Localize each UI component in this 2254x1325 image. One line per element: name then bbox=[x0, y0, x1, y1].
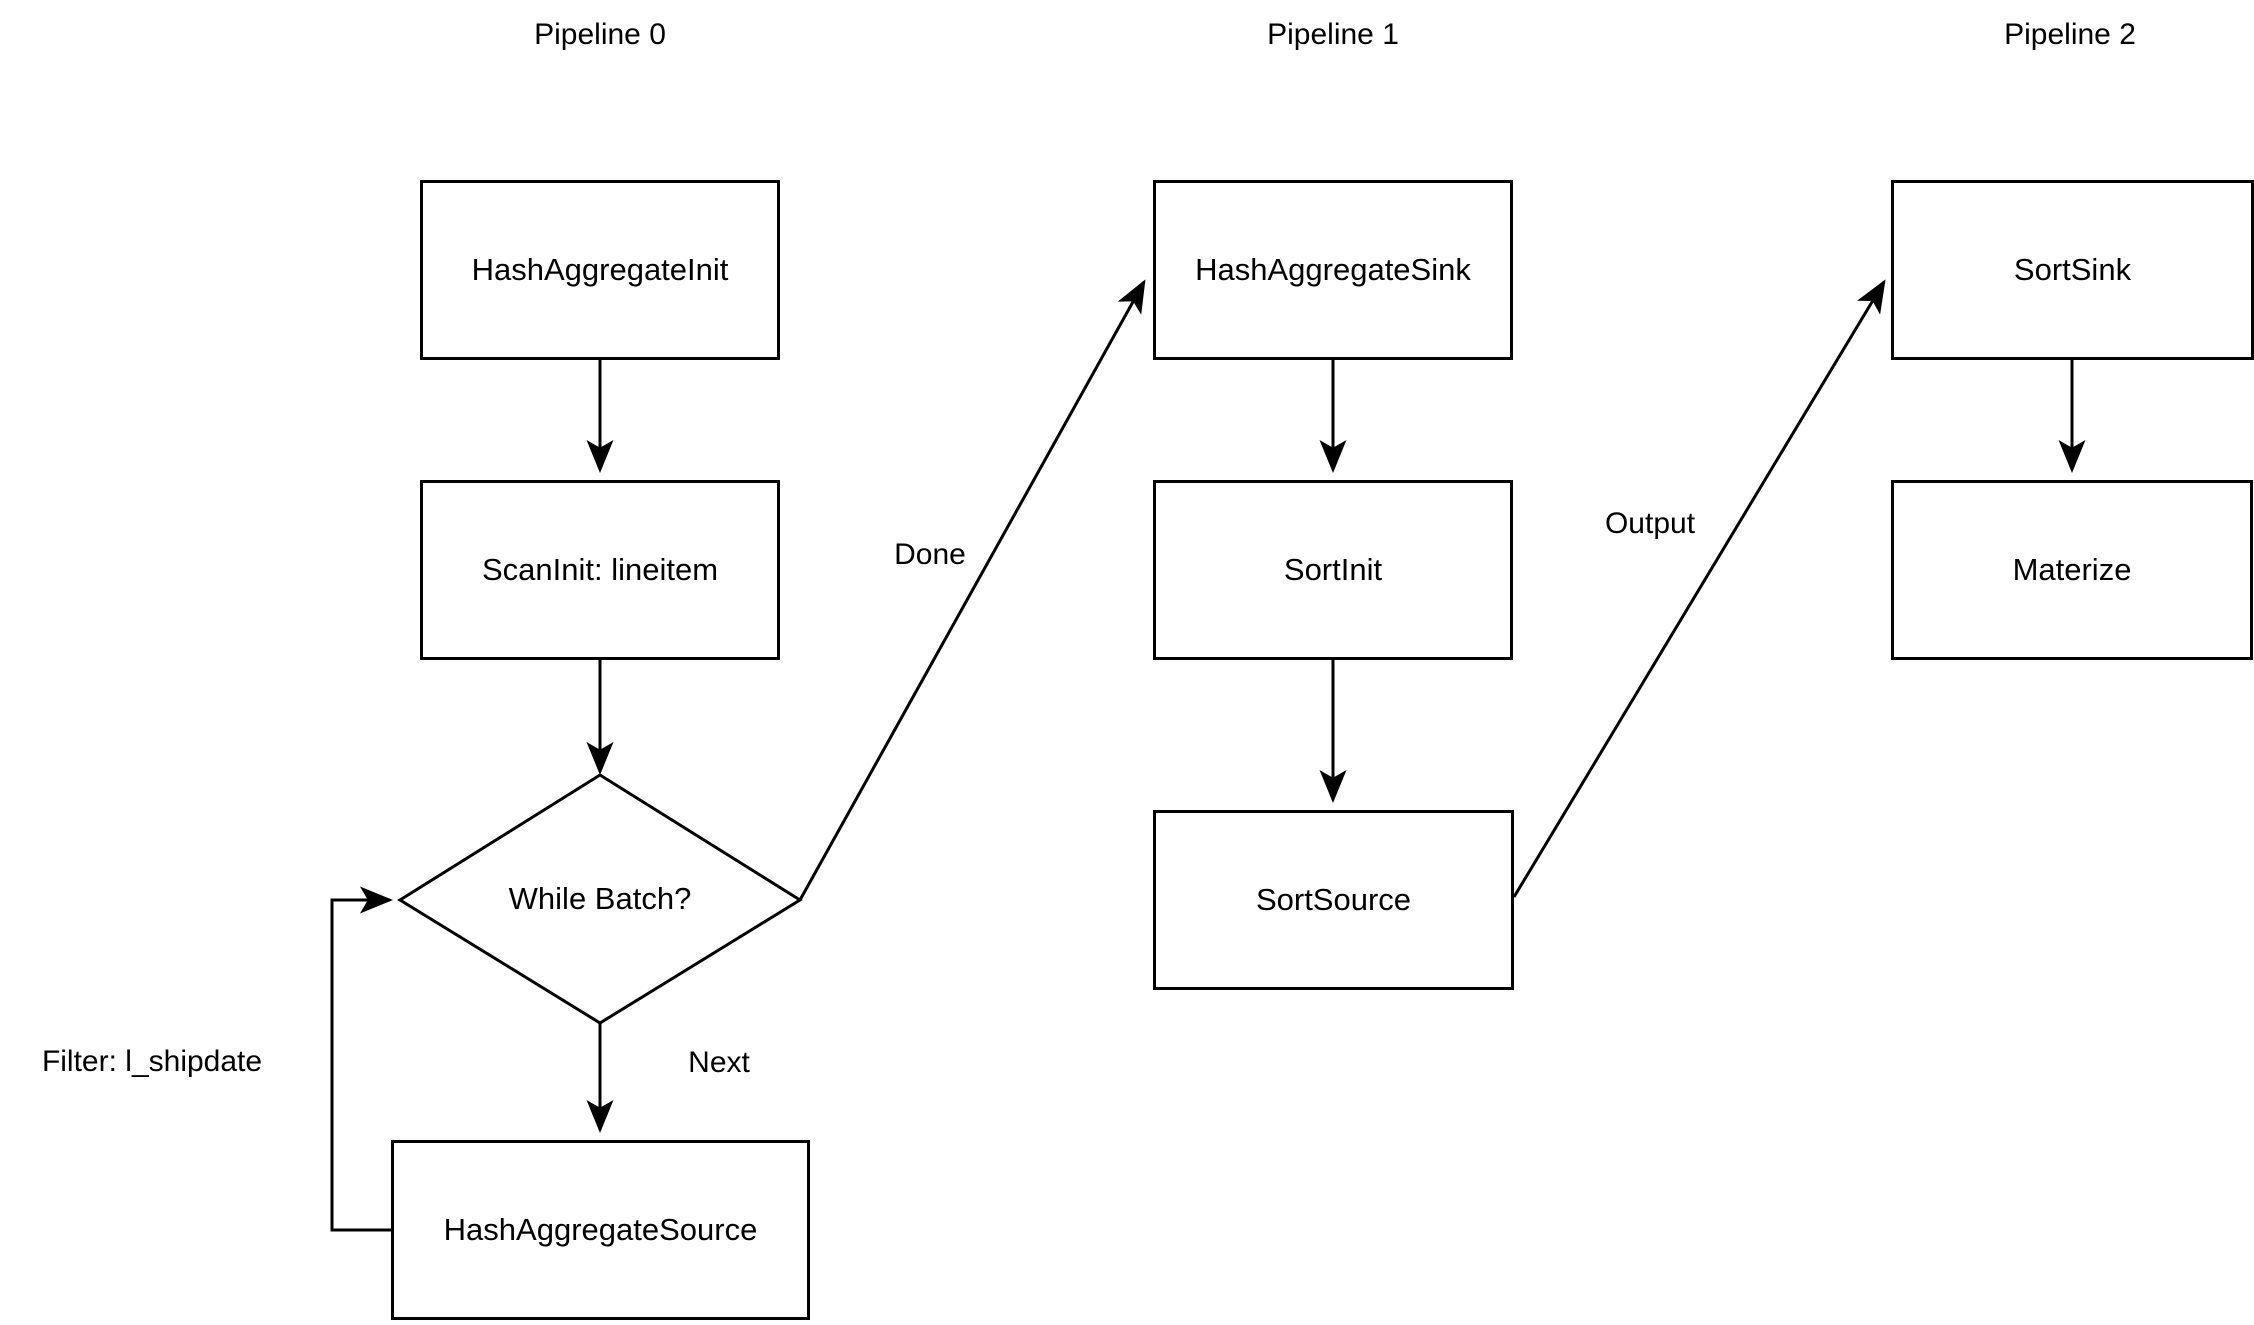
node-label: ScanInit: lineitem bbox=[481, 552, 719, 587]
pipeline-title-2: Pipeline 2 bbox=[2004, 18, 2136, 51]
node-sort-init[interactable]: SortInit bbox=[1153, 480, 1513, 660]
edge-source-to-while bbox=[330, 886, 393, 1232]
pipeline-title-1: Pipeline 1 bbox=[1267, 18, 1399, 51]
node-hash-aggregate-sink[interactable]: HashAggregateSink bbox=[1153, 180, 1513, 360]
edge-sortsource-to-sortsink bbox=[1512, 279, 1886, 898]
node-label: Materize bbox=[2012, 552, 2132, 587]
pipeline-title-0: Pipeline 0 bbox=[534, 18, 666, 51]
node-label: HashAggregateInit bbox=[471, 252, 729, 287]
edge-label-done: Done bbox=[894, 538, 966, 571]
node-label: HashAggregateSink bbox=[1195, 252, 1471, 287]
node-label: SortSink bbox=[2013, 252, 2132, 287]
node-hash-aggregate-init[interactable]: HashAggregateInit bbox=[420, 180, 780, 360]
node-scan-init-lineitem[interactable]: ScanInit: lineitem bbox=[420, 480, 780, 660]
node-while-batch[interactable]: While Batch? bbox=[400, 775, 800, 1023]
edge-label-filter: Filter: l_shipdate bbox=[41, 1045, 263, 1078]
node-label: SortSource bbox=[1255, 882, 1412, 917]
node-sort-sink[interactable]: SortSink bbox=[1891, 180, 2254, 360]
node-sort-source[interactable]: SortSource bbox=[1153, 810, 1514, 990]
node-label: SortInit bbox=[1283, 552, 1383, 587]
edge-label-output: Output bbox=[1604, 507, 1696, 540]
node-label: HashAggregateSource bbox=[443, 1212, 758, 1247]
edge-label-next: Next bbox=[688, 1046, 750, 1079]
while-batch-diamond bbox=[397, 773, 803, 1025]
node-hash-aggregate-source[interactable]: HashAggregateSource bbox=[391, 1140, 810, 1320]
node-label: While Batch? bbox=[508, 881, 692, 916]
edge-while-to-hashsink bbox=[798, 279, 1146, 901]
node-materize[interactable]: Materize bbox=[1891, 480, 2253, 660]
